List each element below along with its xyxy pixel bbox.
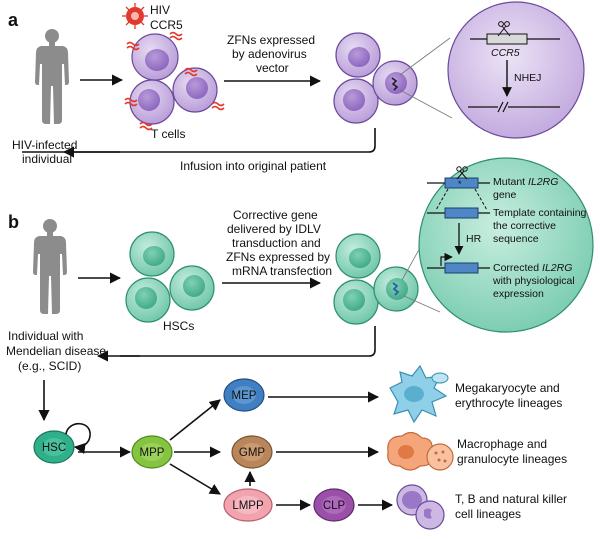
hsc-node: HSC — [33, 430, 75, 464]
mep-label: MEP — [232, 390, 257, 402]
hsc-label: HSC — [42, 442, 66, 454]
zfn-text-1: ZFNs expressed — [227, 33, 315, 47]
template-label-1: Template containing — [493, 207, 587, 219]
scid-patient-label-1: Individual with — [8, 329, 83, 343]
lmpp-label: LMPP — [232, 500, 264, 512]
mpp-label: MPP — [140, 447, 165, 459]
dna-edit-icon — [391, 77, 399, 91]
ccr5-label: CCR5 — [150, 18, 183, 32]
tcells-label: T cells — [151, 127, 185, 141]
arrow-mpp-to-mep — [169, 399, 221, 441]
hscs-label: HSCs — [163, 319, 194, 333]
template-label-3: sequence — [493, 233, 539, 245]
mutant-label-1: Mutant IL2RG — [493, 176, 558, 188]
template-label-2: the corrective — [493, 220, 556, 232]
corrective-text-4: ZFNs expressed by — [226, 250, 330, 264]
hsc-cluster — [125, 231, 215, 323]
scissors-icon — [497, 21, 511, 37]
edited-tcell-cluster — [333, 32, 418, 124]
return-arrow-path — [120, 326, 376, 357]
dna-correction-icon — [392, 282, 400, 296]
gmp-node: GMP — [231, 435, 273, 469]
corrective-text-5: mRNA transfection — [232, 264, 332, 278]
tcell — [131, 33, 179, 81]
gmp-output-2: granulocyte lineages — [457, 452, 567, 466]
corrective-text-2: delivered by IDLV — [227, 222, 321, 236]
arrow-mpp-to-lmpp — [169, 463, 221, 495]
corrective-text-3: transduction and — [232, 236, 321, 250]
il2rg-inset: * Mutant IL2RG gene Template containing … — [418, 157, 594, 333]
zfn-text-2: by adenovirus — [232, 47, 307, 61]
tcell — [172, 67, 218, 113]
panel-a-letter: a — [8, 10, 19, 30]
scid-patient-label-3: (e.g., SCID) — [18, 359, 81, 373]
zoom-line-a-top — [399, 37, 451, 76]
corrective-text-1: Corrective gene — [233, 208, 318, 222]
inset-ccr5-label: CCR5 — [491, 47, 520, 59]
clp-node: CLP — [313, 488, 355, 522]
tcell-cluster — [124, 31, 225, 131]
mep-node: MEP — [223, 378, 265, 412]
tcell — [129, 79, 175, 125]
promoter-arrow — [440, 252, 453, 266]
megakaryocyte-icon — [389, 364, 449, 424]
panel-b-letter: b — [8, 212, 19, 232]
clp-output-1: T, B and natural killer — [455, 492, 567, 506]
hiv-label: HIV — [150, 3, 170, 17]
corrected-label-3: expression — [493, 288, 544, 300]
corrected-hsc-cluster — [333, 233, 419, 325]
hiv-patient-label-2: individual — [22, 152, 72, 166]
nhej-label: NHEJ — [514, 72, 541, 84]
mutation-star-icon: * — [458, 179, 462, 189]
lymphocyte-icon — [396, 484, 445, 530]
ccr5-inset: CCR5 NHEJ — [447, 1, 585, 139]
gmp-label: GMP — [239, 447, 266, 459]
mep-output-2: erythrocyte lineages — [455, 396, 562, 410]
clp-output-2: cell lineages — [455, 507, 521, 521]
clp-label: CLP — [323, 500, 346, 512]
hiv-patient-label-1: HIV-infected — [12, 138, 77, 152]
mutant-label-2: gene — [493, 189, 517, 201]
scid-patient-label-2: Mendelian disease — [6, 344, 106, 358]
mep-output-1: Megakaryocyte and — [455, 381, 560, 395]
corrected-label-1: Corrected IL2RG — [493, 262, 572, 274]
zoom-line-b-bottom — [403, 295, 441, 313]
hiv-virion-icon — [122, 3, 148, 29]
zfn-text-3: vector — [256, 61, 289, 75]
scid-patient-figure — [33, 219, 67, 314]
infusion-label: Infusion into original patient — [180, 159, 327, 173]
corrected-label-2: with physiological — [492, 275, 575, 287]
gmp-output-1: Macrophage and — [457, 437, 547, 451]
mpp-node: MPP — [131, 435, 173, 469]
hr-label: HR — [466, 233, 482, 245]
lmpp-node: LMPP — [223, 488, 273, 522]
hiv-patient-figure — [35, 29, 69, 124]
zoom-line-a-bottom — [399, 89, 453, 119]
ccr5-receptors — [124, 31, 225, 131]
infusion-arrow-path — [22, 128, 376, 153]
self-renewal-arrow — [65, 422, 91, 454]
scissors-icon — [456, 166, 468, 180]
macrophage-icon — [387, 431, 454, 471]
